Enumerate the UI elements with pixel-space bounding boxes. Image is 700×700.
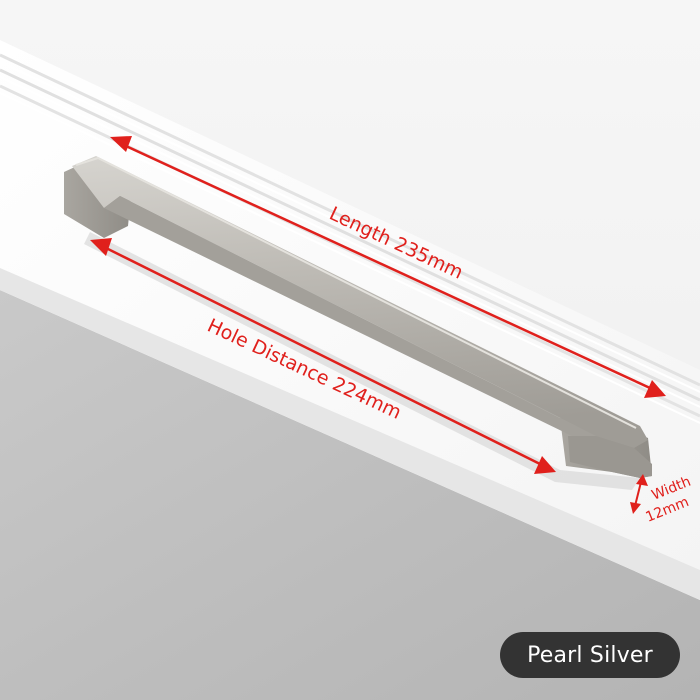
board-grooves — [0, 53, 700, 424]
width-arrow — [630, 474, 648, 514]
hole-distance-arrow — [90, 238, 556, 474]
length-arrow — [110, 136, 666, 398]
board-edge — [0, 268, 700, 600]
color-badge: Pearl Silver — [500, 632, 680, 678]
handle-shadow — [84, 232, 640, 490]
color-name-label: Pearl Silver — [527, 642, 653, 668]
floor-surface — [0, 290, 700, 700]
cabinet-handle — [64, 156, 652, 478]
